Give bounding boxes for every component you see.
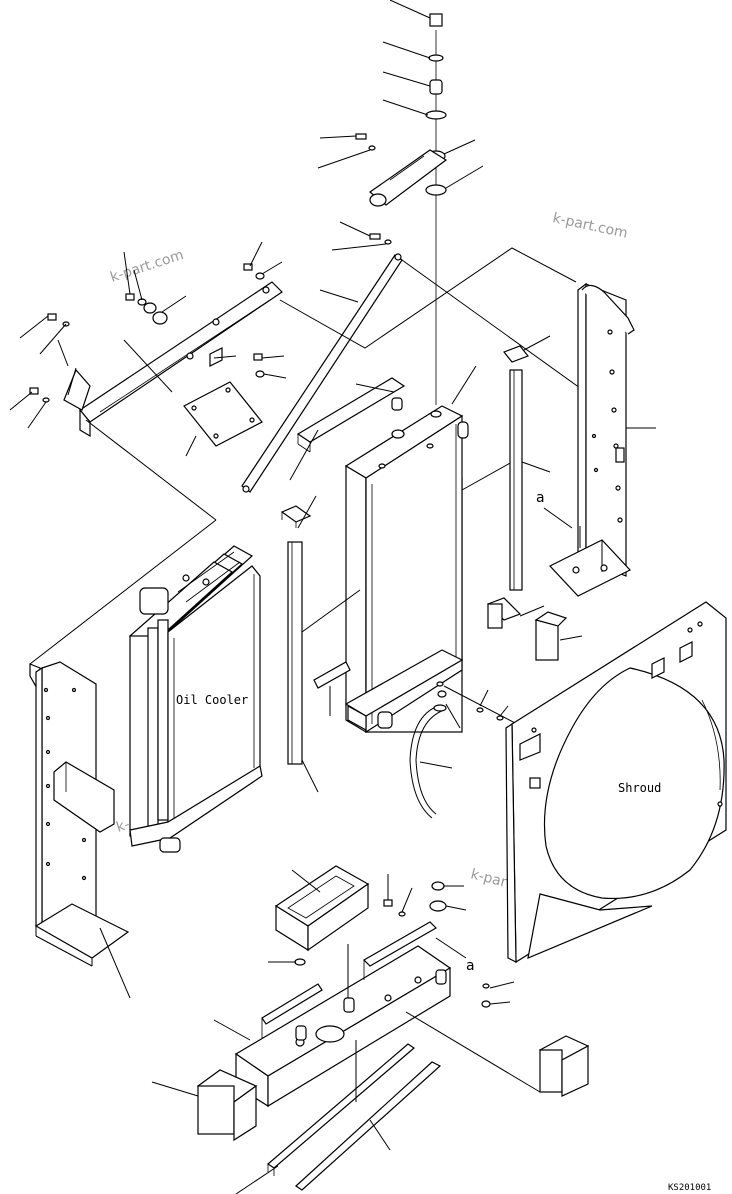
- seal-strips-right: [486, 335, 583, 661]
- right-support-column: a: [536, 282, 656, 597]
- mounting-plate: [183, 353, 287, 457]
- shroud: Shroud: [505, 601, 727, 964]
- oil-cooler-label: Oil Cooler: [176, 693, 248, 707]
- watermark-top-right: k-part.com: [551, 210, 629, 242]
- oil-cooler: Oil Cooler: [129, 545, 263, 853]
- leader-lines-top: [279, 247, 581, 389]
- callout-a-upper: a: [536, 490, 545, 506]
- callout-a-lower: a: [466, 958, 475, 974]
- left-upper-bracket: [9, 241, 283, 665]
- radiator: [301, 365, 513, 734]
- upper-support-bracket: [317, 133, 448, 207]
- bottom-bracket-assembly: a: [213, 874, 541, 1108]
- foam-blocks: [151, 1035, 590, 1142]
- left-support-column: [29, 661, 131, 999]
- tie-rod: [241, 221, 403, 493]
- bottom-seal-block: [274, 865, 370, 952]
- bottom-seal-strips: [235, 1040, 442, 1194]
- watermark-top-left: k-part.com: [108, 247, 185, 286]
- shroud-label: Shroud: [618, 781, 661, 795]
- seal-strips-center: [280, 377, 406, 793]
- top-bolt-stack: [382, 0, 484, 405]
- drawing-code: KS201001: [668, 1183, 711, 1193]
